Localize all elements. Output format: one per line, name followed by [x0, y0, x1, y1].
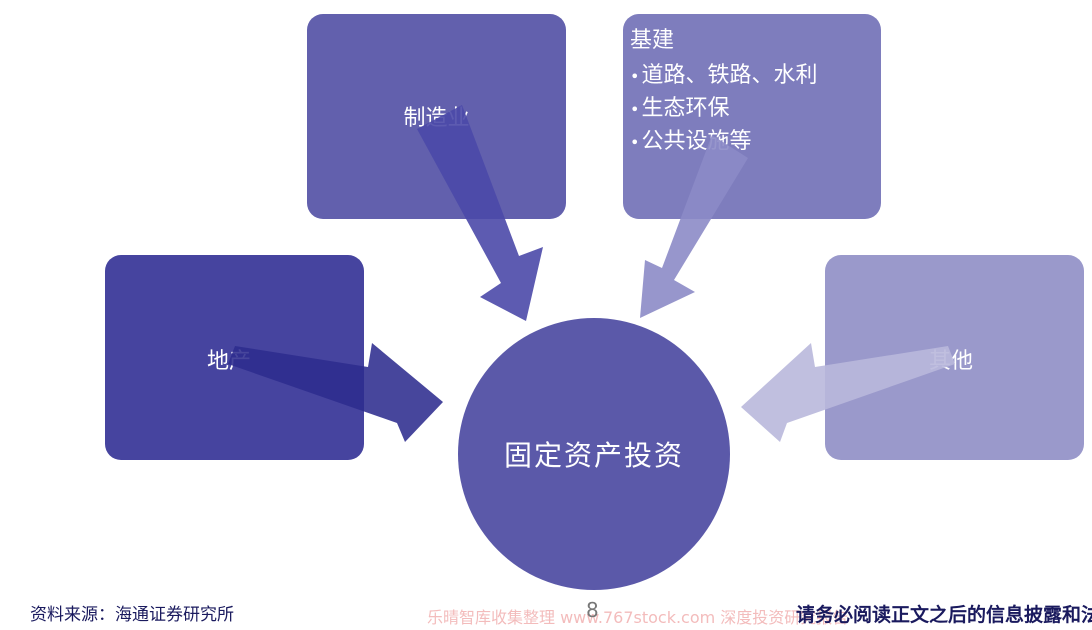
center-label: 固定资产投资	[503, 439, 684, 472]
watermark: 乐晴智库收集整理 www.767stock.com 深度投资研究报告	[427, 608, 849, 627]
real-estate-label: 地产	[207, 349, 252, 374]
infrastructure-bullet-text: 生态环保	[641, 96, 730, 121]
manufacturing-node: 制造业	[307, 14, 566, 219]
other-label: 其他	[929, 349, 974, 374]
page-number: 8	[586, 598, 599, 622]
infrastructure-title: 基建	[630, 28, 675, 53]
infrastructure-bullet-text: 公共设施等	[641, 129, 752, 154]
infrastructure-bullet-list: •道路、铁路、水利 •生态环保 •公共设施等	[630, 60, 817, 159]
infrastructure-bullet: •生态环保	[630, 93, 817, 126]
fixed-asset-investment-node: 固定资产投资	[458, 318, 730, 590]
bullet-icon: •	[630, 100, 640, 119]
infrastructure-node: 基建 •道路、铁路、水利 •生态环保 •公共设施等	[623, 14, 881, 219]
manufacturing-label: 制造业	[403, 106, 470, 131]
other-node: 其他	[825, 255, 1084, 460]
infrastructure-bullet-text: 道路、铁路、水利	[641, 63, 818, 88]
disclaimer: 请务必阅读正文之后的信息披露和法律声明	[796, 604, 1092, 626]
real-estate-node: 地产	[105, 255, 364, 460]
bullet-icon: •	[630, 133, 640, 152]
infrastructure-bullet: •道路、铁路、水利	[630, 60, 817, 93]
bullet-icon: •	[630, 67, 640, 86]
source-note: 资料来源：海通证券研究所	[30, 605, 234, 625]
infrastructure-bullet: •公共设施等	[630, 126, 817, 159]
